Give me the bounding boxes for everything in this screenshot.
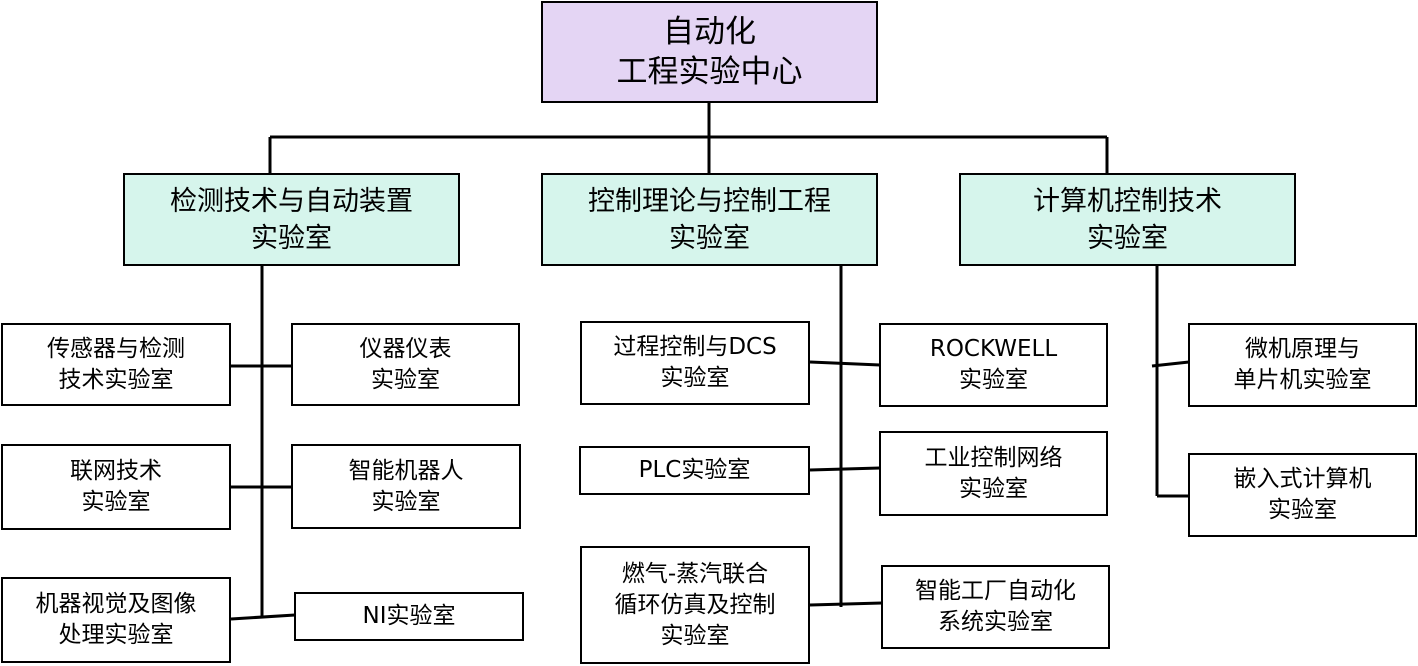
lab-label-line-1: 微机原理与 — [1245, 336, 1360, 362]
lab-label-line-1: 仪器仪表 — [359, 335, 452, 362]
lab-label-line-1: 工业控制网络 — [924, 444, 1063, 471]
lab-label-line-1: 智能工厂自动化 — [915, 578, 1076, 604]
lab-embedded-computer: 嵌入式计算机 实验室 — [1188, 453, 1417, 537]
lab-label-line-2: 实验室 — [660, 365, 730, 391]
lab-label-line-2: 实验室 — [959, 475, 1028, 502]
lab-label-line-1: PLC实验室 — [638, 457, 751, 483]
dept2-branch-1 — [809, 360, 881, 367]
dept-label-line-1: 计算机控制技术 — [1033, 185, 1222, 217]
lab-label-line-1: ROCKWELL — [929, 336, 1058, 362]
dept-control-theory: 控制理论与控制工程 实验室 — [541, 173, 878, 266]
lab-plc: PLC实验室 — [579, 446, 810, 495]
dept2-branch-2 — [809, 466, 881, 472]
dept-computer-control: 计算机控制技术 实验室 — [959, 173, 1296, 266]
lab-label-line-2: 单片机实验室 — [1233, 367, 1372, 393]
lab-label-line-1: 嵌入式计算机 — [1233, 466, 1372, 492]
root-title-line-2: 工程实验中心 — [616, 54, 803, 90]
lab-label-line-3: 实验室 — [660, 622, 730, 649]
lab-industrial-control-network: 工业控制网络 实验室 — [879, 431, 1108, 516]
dept-detection-automation: 检测技术与自动装置 实验室 — [123, 173, 460, 266]
lab-networking: 联网技术 实验室 — [1, 444, 231, 530]
lab-label-line-2: 技术实验室 — [58, 366, 174, 393]
lab-label-line-2: 实验室 — [371, 366, 440, 393]
lab-label-line-2: 实验室 — [1268, 497, 1337, 523]
lab-label-line-2: 循环仿真及控制 — [614, 591, 776, 618]
lab-label-line-1: 传感器与检测 — [47, 335, 185, 362]
lab-microcomputer-mcu: 微机原理与 单片机实验室 — [1188, 323, 1417, 407]
dept2-branch-3 — [809, 601, 883, 607]
lab-label-line-2: 处理实验室 — [58, 622, 174, 648]
lab-label-line-2: 实验室 — [959, 367, 1028, 393]
lab-intelligent-robot: 智能机器人 实验室 — [291, 444, 521, 529]
lab-label-line-1: 过程控制与DCS — [613, 334, 777, 360]
lab-label-line-1: NI实验室 — [362, 603, 456, 629]
dept-label-line-2: 实验室 — [1087, 222, 1168, 254]
lab-label-line-2: 系统实验室 — [938, 609, 1053, 635]
lab-machine-vision: 机器视觉及图像 处理实验室 — [1, 577, 231, 663]
dept-label-line-1: 控制理论与控制工程 — [588, 185, 831, 217]
lab-instruments: 仪器仪表 实验室 — [291, 323, 520, 406]
lab-label-line-2: 实验室 — [81, 489, 151, 515]
lab-label-line-2: 实验室 — [371, 488, 441, 515]
lab-smart-factory-automation: 智能工厂自动化 系统实验室 — [881, 565, 1110, 649]
lab-label-line-1: 联网技术 — [70, 458, 162, 484]
root-title-line-1: 自动化 — [663, 14, 756, 50]
root-node: 自动化 工程实验中心 — [541, 1, 878, 103]
dept-label-line-1: 检测技术与自动装置 — [170, 185, 413, 217]
lab-rockwell: ROCKWELL 实验室 — [879, 323, 1108, 407]
lab-process-control-dcs: 过程控制与DCS 实验室 — [580, 321, 810, 405]
lab-sensor-detection: 传感器与检测 技术实验室 — [1, 323, 231, 406]
dept-label-line-2: 实验室 — [251, 222, 332, 254]
dept-label-line-2: 实验室 — [669, 222, 750, 254]
dept1-branch-3 — [230, 613, 296, 621]
lab-gas-steam-combined-cycle: 燃气-蒸汽联合 循环仿真及控制 实验室 — [580, 546, 810, 664]
lab-label-line-1: 机器视觉及图像 — [35, 591, 197, 617]
dept3-branch-1 — [1151, 360, 1190, 368]
lab-label-line-1: 燃气-蒸汽联合 — [621, 560, 769, 587]
lab-ni: NI实验室 — [294, 592, 524, 641]
lab-label-line-1: 智能机器人 — [348, 457, 464, 484]
